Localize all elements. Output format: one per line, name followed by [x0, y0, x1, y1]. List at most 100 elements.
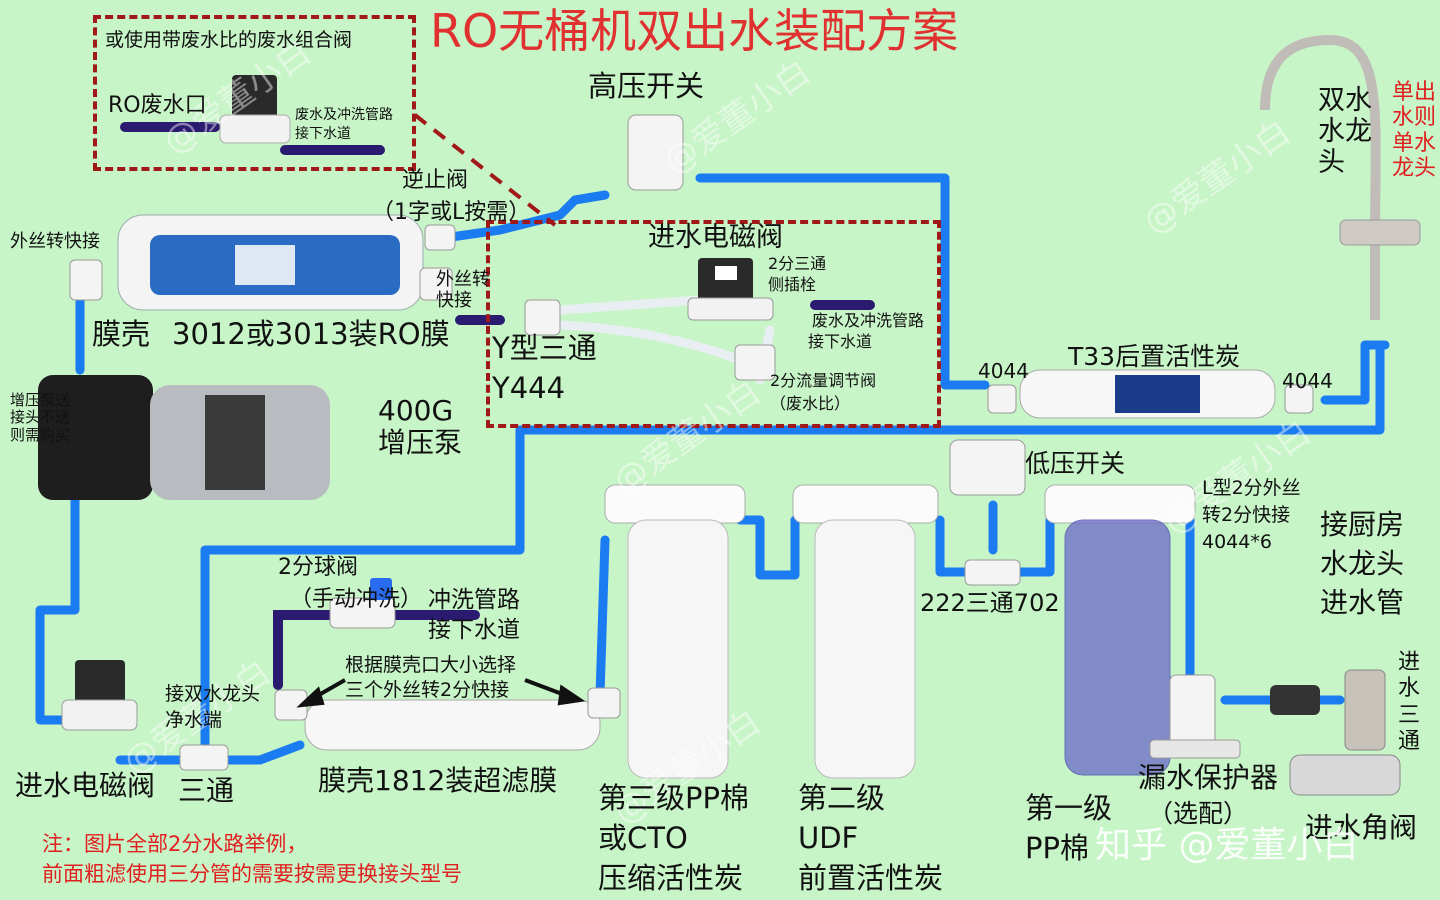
label-ro-membrane: 3012或3013装RO膜: [172, 317, 450, 351]
label-drain-flush-2: 废水及冲洗管路: [812, 311, 925, 330]
t33-label: [1115, 375, 1200, 413]
dashed-connector: [413, 113, 557, 227]
label-flow-valve-note: （废水比）: [770, 394, 851, 413]
label-check-valve: 逆止阀: [402, 168, 469, 193]
inlet-solenoid-bottom-body: [75, 660, 125, 710]
label-kitchen-faucet: 接厨房水龙头进水管: [1320, 508, 1405, 620]
label-stage1-b: PP棉: [1025, 831, 1089, 865]
uf-fitting-right: [587, 687, 621, 719]
tube-y-to-solenoid: [555, 295, 705, 315]
tube-y-to-flow: [555, 320, 745, 365]
label-l-fitting-c: 4044*6: [1202, 531, 1272, 553]
inlet-assembly-box: [486, 220, 941, 428]
note-line-1: 注：图片全部2分水路举例，: [42, 832, 308, 856]
t33-fitting-left: [987, 384, 1017, 414]
label-ro-drain: RO废水口: [108, 93, 207, 118]
t33-fitting-right: [1284, 384, 1314, 414]
label-flow-valve: 2分流量调节阀: [770, 371, 877, 390]
label-stage3-b: 或CTO: [598, 821, 688, 855]
inlet-solenoid-bottom-base: [61, 699, 138, 731]
high-pressure-switch-body: [627, 114, 684, 191]
ball-valve-kitchen: [1270, 685, 1320, 715]
label-stage2-c: 前置活性炭: [798, 861, 944, 895]
label-uf-membrane: 膜壳1812装超滤膜: [318, 764, 558, 797]
y-tee-body: [524, 299, 561, 336]
label-choose-by-port: 根据膜壳口大小选择: [345, 654, 517, 676]
low-pressure-switch-body: [949, 439, 1026, 496]
booster-pump-label: [205, 395, 265, 490]
label-faucet-note: 单出水则单水龙头: [1392, 80, 1437, 181]
inlet-tee-body: [1344, 669, 1386, 751]
label-booster-note: 增压泵送接头不送则需购买: [10, 391, 71, 444]
label-leak-optional: （选配）: [1148, 799, 1249, 828]
tee-222-body: [964, 559, 1021, 586]
drain-pipes: [120, 122, 875, 690]
tee-bottom-body: [179, 744, 229, 771]
ro-membrane-label: [235, 245, 295, 285]
pipe-tee-to-uf: [255, 740, 305, 765]
pipe-check-to-hp: [555, 190, 610, 220]
label-inlet-angle-valve: 进水角阀: [1305, 811, 1418, 844]
housing-fitting-right: [419, 267, 453, 301]
label-stage3-c: 压缩活性炭: [598, 861, 744, 895]
label-flush-pipe-b: 接下水道: [428, 617, 520, 643]
drain-ball-valve-left: [273, 610, 335, 690]
label-combo-valve: 或使用带废水比的废水组合阀: [105, 29, 353, 51]
label-inlet-solenoid-top: 进水电磁阀: [648, 222, 783, 253]
arrows: [296, 678, 586, 708]
pipe-pure-rail: [200, 345, 1385, 765]
label-l-fitting: L型2分外丝: [1202, 477, 1301, 499]
faucet-spout: [1260, 34, 1381, 320]
stage2-bottle: [814, 519, 916, 779]
label-y-tee: Y型三通: [492, 331, 597, 365]
angle-valve-body: [1289, 754, 1401, 796]
label-tee-2fen: 2分三通: [768, 254, 827, 273]
stage3-bottle: [627, 519, 729, 779]
label-stage3-a: 第三级PP棉: [598, 781, 749, 815]
label-inlet-tee-vert: 进水三通: [1398, 650, 1421, 755]
flow-valve-body: [734, 344, 776, 381]
label-drain-flush-1: 废水及冲洗管路: [295, 107, 393, 123]
label-inlet-solenoid-bottom: 进水电磁阀: [15, 769, 156, 802]
label-three-fittings: 三个外丝转2分快接: [345, 679, 510, 701]
pipe-uf-to-stage3: [595, 535, 610, 700]
label-outer-thread-quick-1: 外丝转快接: [10, 231, 100, 252]
uf-membrane-body: [304, 699, 601, 751]
label-stage2-b: UDF: [798, 821, 859, 855]
zhihu-watermark: 知乎 @爱董小白: [1095, 825, 1359, 866]
label-booster-pump: 400G增压泵: [378, 394, 463, 460]
check-valve-body: [424, 224, 456, 251]
faucet-body: [1339, 219, 1421, 246]
label-stage2-a: 第二级: [798, 781, 886, 815]
pipe-stage3-to-stage2: [735, 515, 800, 580]
label-dual-faucet-pure-b: 净水端: [165, 709, 223, 731]
label-tee-222: 222三通702: [920, 589, 1060, 617]
label-ball-valve: 2分球阀: [278, 555, 358, 580]
label-low-pressure-switch: 低压开关: [1025, 449, 1126, 478]
ball-valve-body: [329, 597, 396, 629]
label-dual-faucet-pure: 接双水龙头: [165, 683, 261, 705]
label-leak-protector: 漏水保护器: [1138, 761, 1279, 794]
combo-valve-box: [93, 15, 416, 171]
pipe-hp-to-t33: [695, 173, 990, 390]
components: [38, 34, 1421, 796]
inlet-solenoid-top-base: [687, 297, 774, 321]
label-check-valve-note: （1字或L按需）: [372, 200, 531, 225]
label-4044-a: 4044: [978, 359, 1029, 383]
combo-valve-base: [219, 114, 291, 144]
label-ball-valve-note: （手动冲洗）: [290, 587, 423, 612]
label-l-fitting-b: 转2分快接: [1202, 504, 1291, 526]
arrow-right-head: [557, 684, 586, 706]
label-side-plug: 侧插栓: [768, 275, 817, 294]
label-y444: Y444: [492, 371, 566, 405]
label-tee-bottom: 三通: [178, 774, 235, 807]
inlet-solenoid-top-body: [698, 258, 753, 308]
pipe-pump-to-solenoid: [35, 485, 80, 725]
label-faucet-dual: 双水水龙头: [1318, 85, 1372, 179]
booster-pump-head: [38, 375, 153, 500]
stage1-bottle: [1064, 519, 1171, 776]
label-4044-b: 4044: [1282, 369, 1333, 393]
inlet-solenoid-top-label: [715, 266, 737, 280]
